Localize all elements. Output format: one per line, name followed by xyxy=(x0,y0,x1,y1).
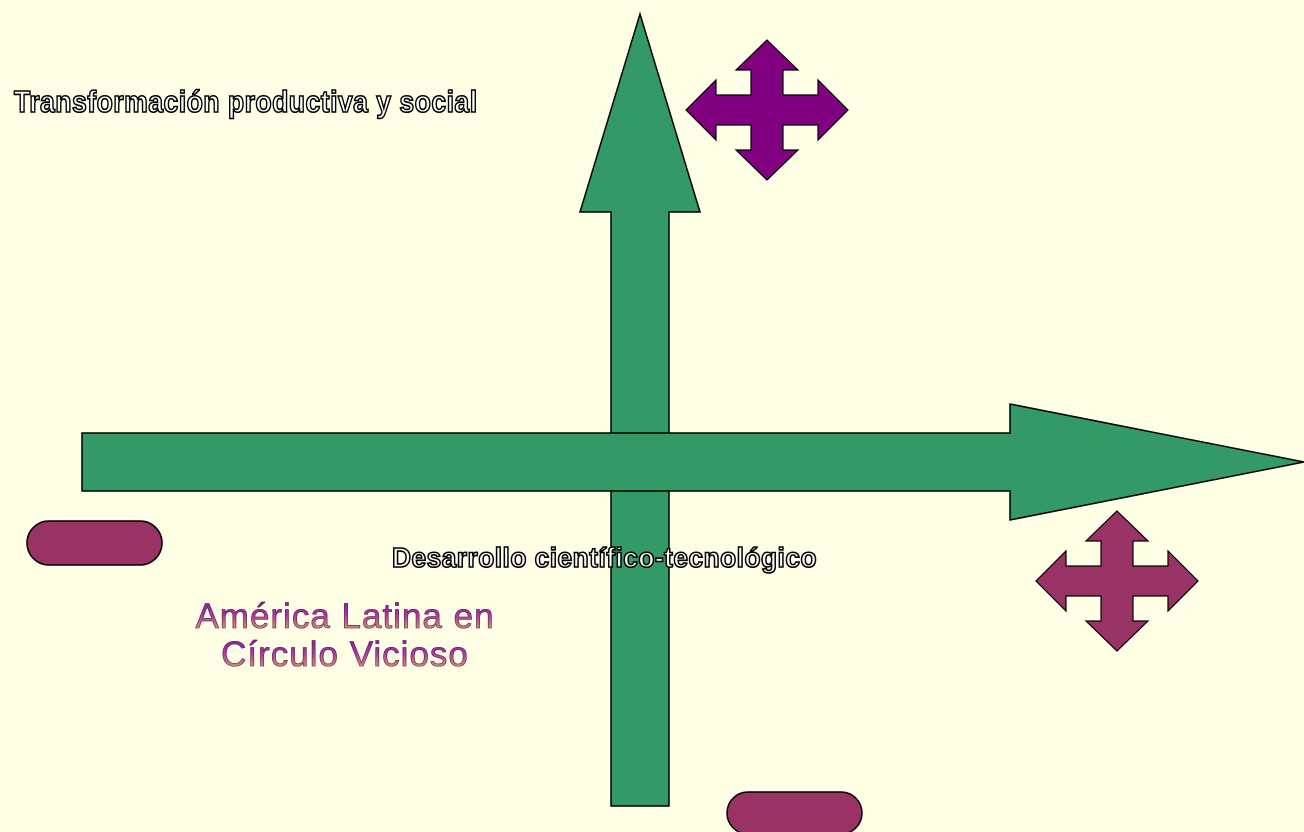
caption-line-2: Círculo Vicioso xyxy=(110,635,580,674)
top-axis-label: Transformación productiva y social xyxy=(13,83,478,120)
vertical-axis-arrow xyxy=(578,11,702,807)
caption: América Latina en Círculo Vicioso xyxy=(110,597,580,674)
move-arrows-icon xyxy=(685,39,849,181)
minus-sign-icon xyxy=(726,791,863,832)
minus-sign-icon xyxy=(26,520,163,566)
move-arrows-icon xyxy=(1035,510,1199,652)
bottom-axis-label: Desarrollo científico-tecnológico xyxy=(391,541,818,574)
caption-line-1: América Latina en xyxy=(110,597,580,636)
horizontal-axis-arrow xyxy=(81,403,1304,521)
